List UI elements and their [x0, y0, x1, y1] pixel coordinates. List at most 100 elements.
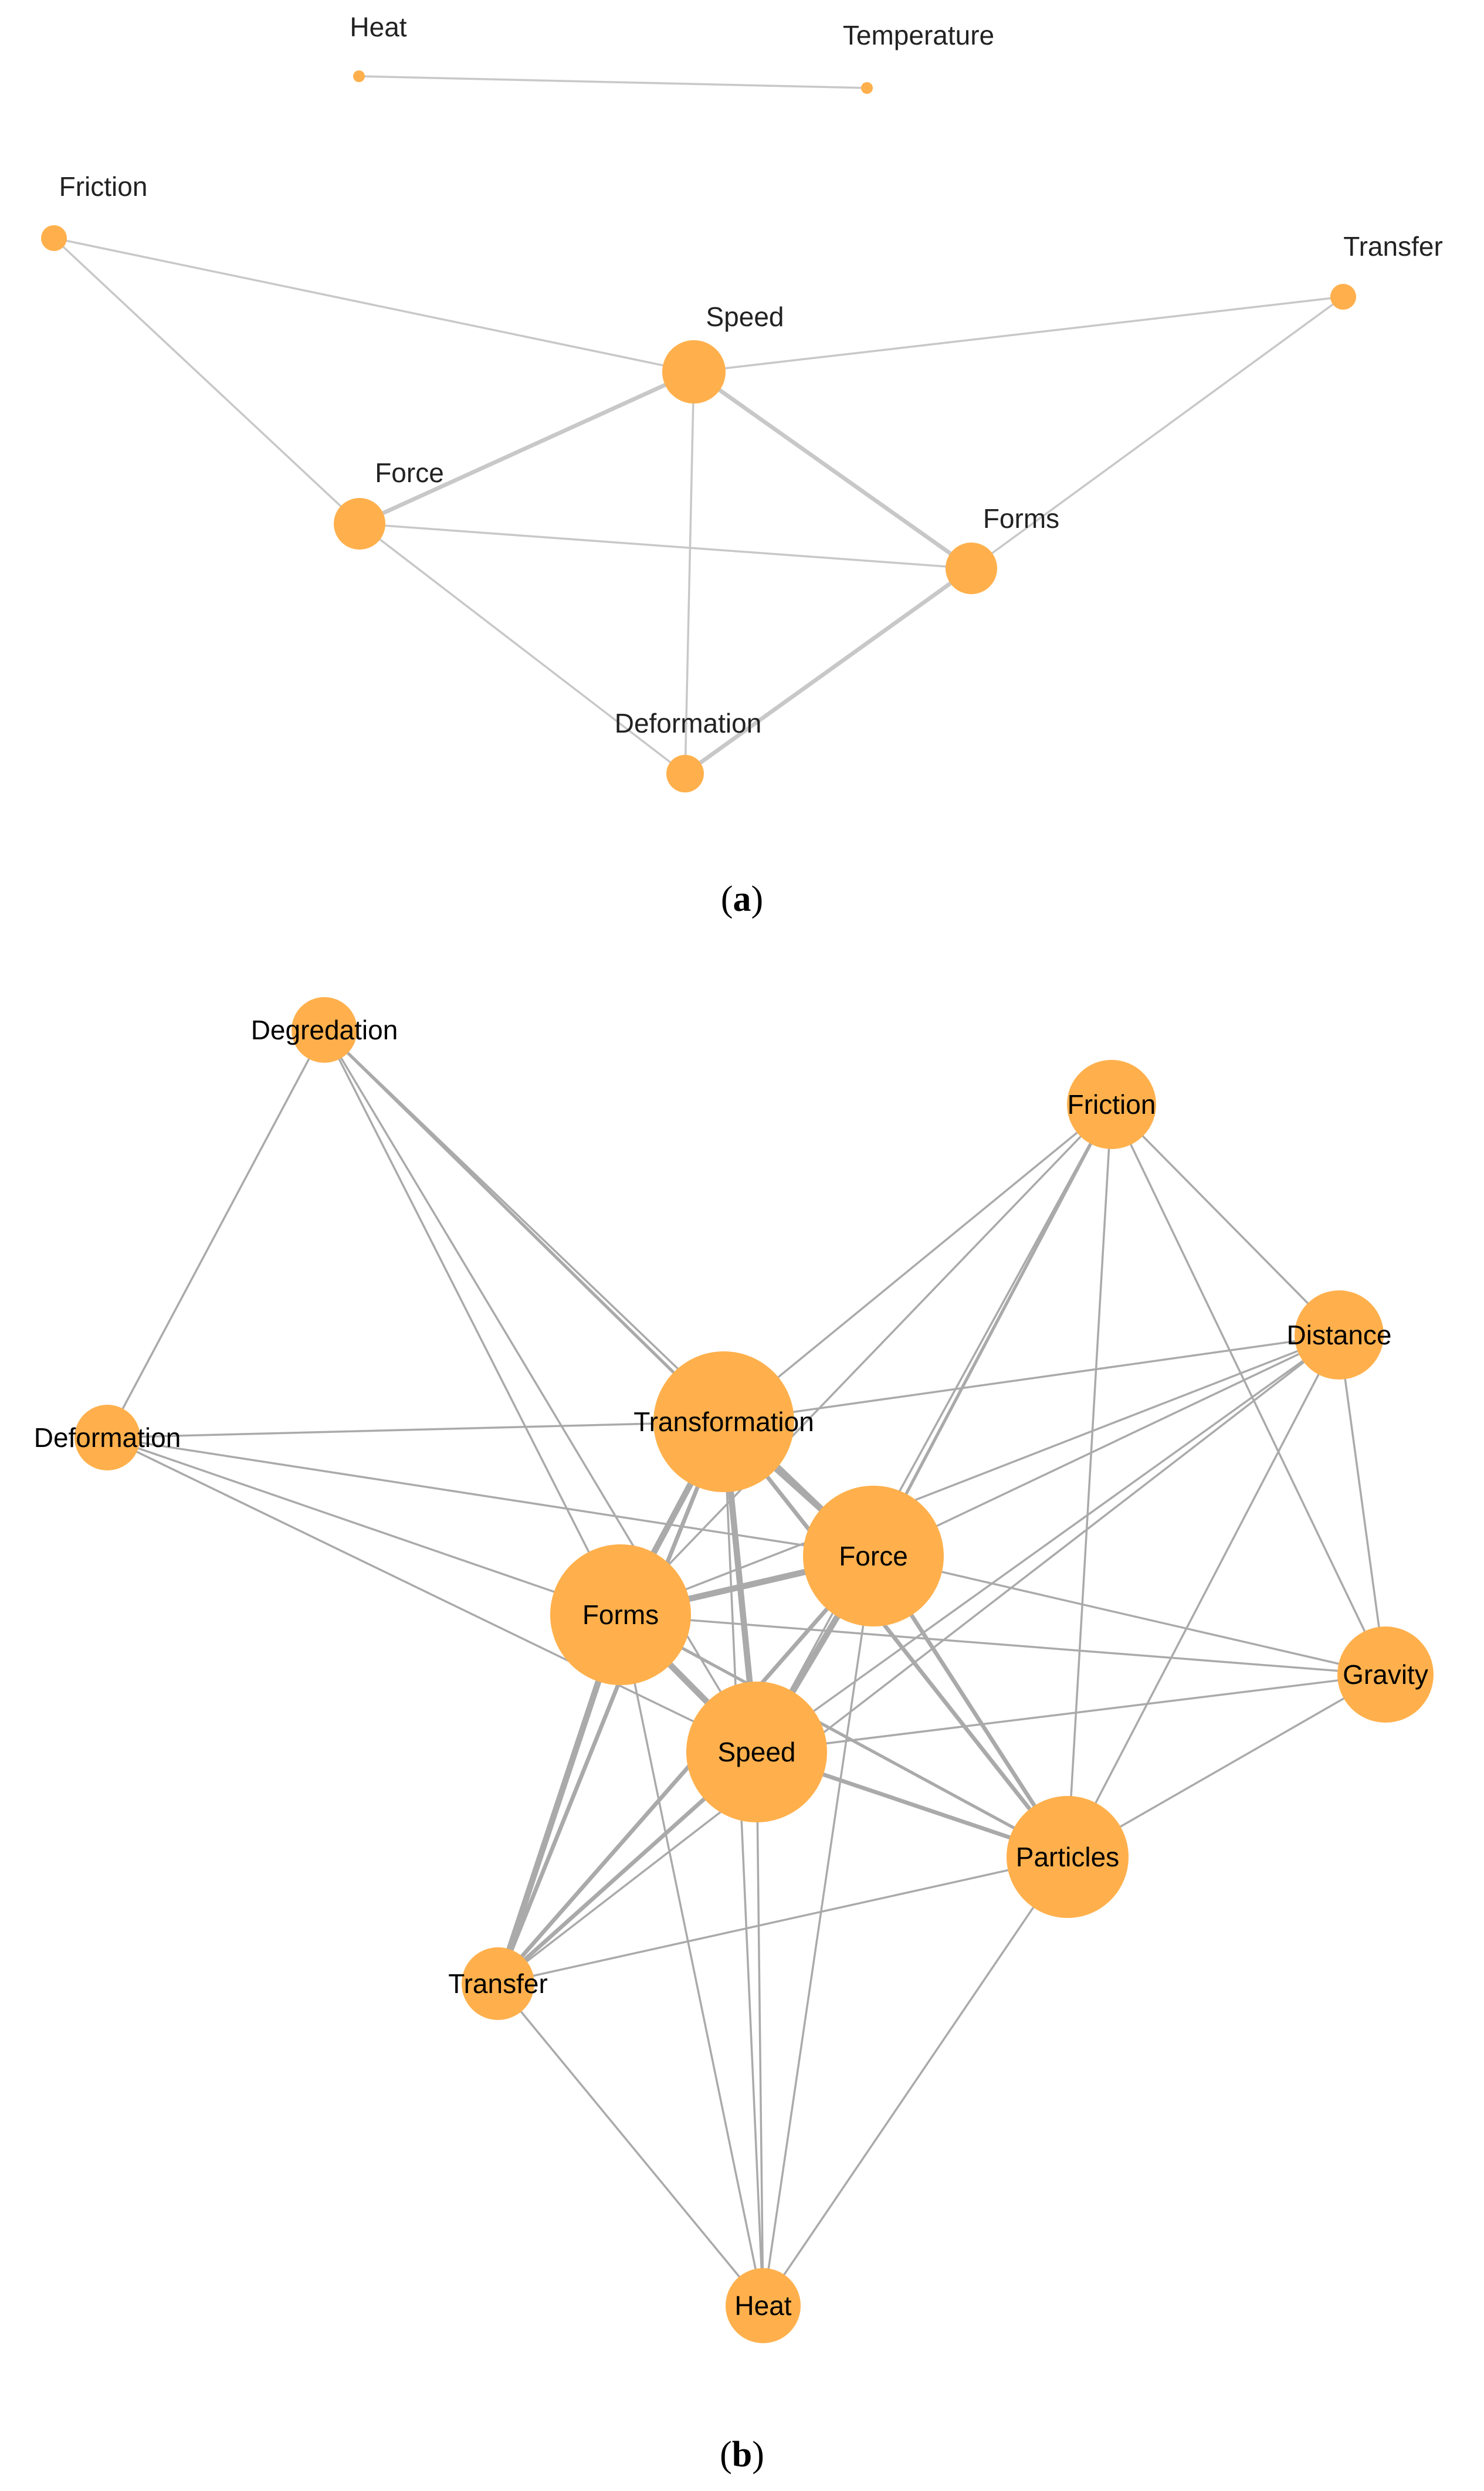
node-friction: Friction [41, 171, 147, 251]
edge-degredation-force [323, 1029, 875, 1557]
edges-a [53, 75, 1344, 776]
caption-b: (b) [720, 2435, 764, 2475]
node-deformation: Deformation [34, 1405, 181, 1470]
edge-distance-transfer [497, 1334, 1340, 1985]
node-deformation: Deformation [615, 708, 762, 792]
edge-friction-speed [53, 237, 695, 373]
node-heat-circle [353, 70, 365, 82]
edge-forms-gravity [619, 1614, 1387, 1676]
node-transformation: Transformation [633, 1351, 814, 1492]
nodes-b: DegredationFrictionDistanceDeformationTr… [34, 997, 1434, 2343]
node-heat-label: Heat [734, 2290, 791, 2321]
node-speed: Speed [662, 301, 784, 404]
edge-friction-speed [755, 1103, 1113, 1753]
node-forms-label: Forms [983, 503, 1059, 534]
caption-a-letter: a [733, 879, 751, 919]
caption-a: (a) [720, 879, 764, 919]
edge-heat-temperature [358, 75, 868, 89]
edge-friction-transformation [723, 1103, 1113, 1423]
network-panel-a: Heat TemperatureFrictionTransferSpeedForc… [41, 12, 1443, 792]
node-speed: Speed [686, 1682, 827, 1822]
node-gravity-label: Gravity [1343, 1659, 1428, 1690]
edge-distance-gravity [1338, 1334, 1387, 1676]
node-particles-circle [1007, 1796, 1129, 1918]
edge-particles-heat [762, 1856, 1069, 2307]
edge-deformation-forms [106, 1436, 622, 1616]
node-friction: Friction [1067, 1060, 1156, 1149]
node-speed-label: Speed [717, 1737, 795, 1767]
edge-speed-force [357, 370, 696, 526]
edge-transformation-transfer [496, 1419, 726, 1986]
edge-friction-force [53, 237, 361, 525]
edge-forms-heat [619, 1614, 764, 2307]
nodes-a: Heat TemperatureFrictionTransferSpeedForc… [41, 12, 1443, 792]
node-heat: Heat [350, 12, 407, 82]
edge-force-transfer [496, 1554, 876, 1986]
node-friction-label: Friction [59, 171, 148, 202]
edge-particles-gravity [1066, 1673, 1387, 1858]
edge-friction-particles [1066, 1103, 1113, 1858]
edge-force-gravity [872, 1555, 1387, 1676]
edge-friction-gravity [1110, 1103, 1387, 1676]
node-speed-label: Speed [706, 301, 784, 332]
node-transformation-circle [653, 1351, 794, 1492]
node-force-label: Force [839, 1541, 908, 1571]
edge-transfer-speed [693, 296, 1344, 373]
edge-forms-particles [619, 1613, 1069, 1859]
node-transfer: Transfer [1330, 231, 1443, 310]
node-heat-circle [726, 2268, 801, 2343]
node-temperature-circle [861, 82, 873, 94]
edge-distance-transformation [723, 1334, 1340, 1423]
node-speed-circle [686, 1682, 827, 1822]
node-particles: Particles [1007, 1796, 1129, 1918]
edge-transfer-forms [970, 296, 1344, 570]
edge-transformation-particles [721, 1419, 1070, 1859]
node-transfer-label: Transfer [1343, 231, 1443, 262]
node-heat-label: Heat [350, 12, 406, 42]
node-forms-circle [946, 543, 997, 594]
node-gravity-circle [1337, 1626, 1434, 1723]
edge-deformation-force [106, 1436, 875, 1557]
edge-force-deformation [358, 523, 686, 775]
node-degredation-circle [292, 997, 357, 1063]
node-distance: Distance [1287, 1290, 1392, 1380]
node-distance-circle [1295, 1290, 1384, 1380]
edge-transformation-heat [723, 1421, 764, 2307]
node-friction-circle [41, 225, 67, 251]
node-force-label: Force [375, 457, 444, 488]
node-friction-circle [1067, 1060, 1156, 1149]
edge-deformation-speed [106, 1436, 758, 1753]
edge-speed-gravity [755, 1673, 1387, 1753]
node-temperature-label: Temperature [843, 20, 994, 50]
node-force: Force [334, 457, 444, 550]
node-deformation-circle [666, 755, 704, 792]
node-force-circle [803, 1486, 944, 1626]
edge-force-forms [358, 523, 973, 570]
edge-speed-heat [755, 1751, 764, 2307]
caption-b-letter: b [731, 2435, 753, 2475]
node-deformation-circle [74, 1405, 140, 1470]
node-distance-label: Distance [1287, 1320, 1392, 1350]
node-friction-label: Friction [1068, 1089, 1156, 1120]
node-force-circle [334, 498, 385, 550]
edge-speed-deformation [684, 371, 695, 775]
edge-transfer-heat [497, 1982, 764, 2307]
edge-friction-force [872, 1103, 1113, 1558]
node-forms-label: Forms [582, 1599, 659, 1630]
node-force: Force [803, 1486, 944, 1626]
node-temperature: Temperature [843, 20, 994, 94]
node-transfer: Transfer [448, 1947, 548, 2020]
node-transfer-label: Transfer [448, 1968, 548, 1999]
edge-forms-deformation [683, 566, 974, 776]
edge-particles-transfer [497, 1856, 1069, 1985]
node-forms: Forms [550, 1544, 691, 1685]
node-deformation-label: Deformation [615, 708, 762, 738]
node-particles-label: Particles [1016, 1842, 1119, 1872]
node-speed-circle [662, 340, 726, 404]
network-panel-b: DegredationFrictionDistanceDeformationTr… [34, 997, 1434, 2343]
edge-degredation-forms [323, 1029, 622, 1616]
edge-friction-distance [1110, 1103, 1340, 1336]
node-heat: Heat [726, 2268, 801, 2343]
node-degredation-label: Degredation [251, 1015, 398, 1045]
